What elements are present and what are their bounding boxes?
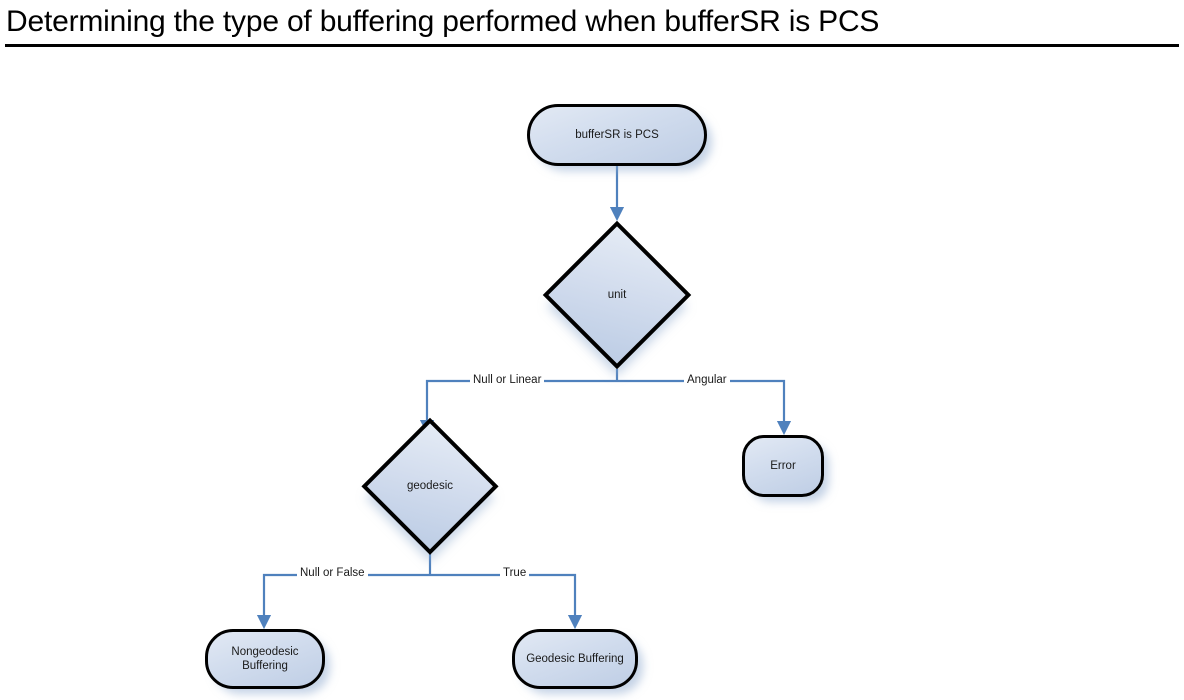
page-title: Determining the type of buffering perfor… [6,5,880,38]
node-start[interactable]: bufferSR is PCS [527,104,707,166]
title-block: Determining the type of buffering perfor… [0,0,1184,56]
diamond-shape [542,220,692,370]
node-start-label: bufferSR is PCS [575,129,659,141]
edge-unit-to-error [617,379,792,436]
node-unit[interactable]: unit [542,220,692,370]
node-nongeodesic-buffering[interactable]: Nongeodesic Buffering [205,629,325,689]
edge-geodesic-to-geobuf [430,573,583,630]
edge-unit-to-geodesic [419,379,617,435]
node-error-label: Error [770,460,796,472]
edge-label-null-or-linear: Null or Linear [470,374,545,387]
edge-label-angular: Angular [684,374,730,387]
edge-label-true: True [500,567,530,580]
node-geodesic-buffering-label: Geodesic Buffering [526,653,624,665]
edge-geodesic-to-nongeodesic [256,573,430,630]
node-nongeodesic-buffering-label: Nongeodesic Buffering [231,646,299,672]
edge-label-null-or-false: Null or False [297,567,368,580]
diamond-shape [361,417,499,555]
node-geodesic-buffering[interactable]: Geodesic Buffering [512,629,638,689]
title-underline [5,44,1179,47]
node-error[interactable]: Error [742,435,824,497]
node-geodesic[interactable]: geodesic [361,417,499,555]
